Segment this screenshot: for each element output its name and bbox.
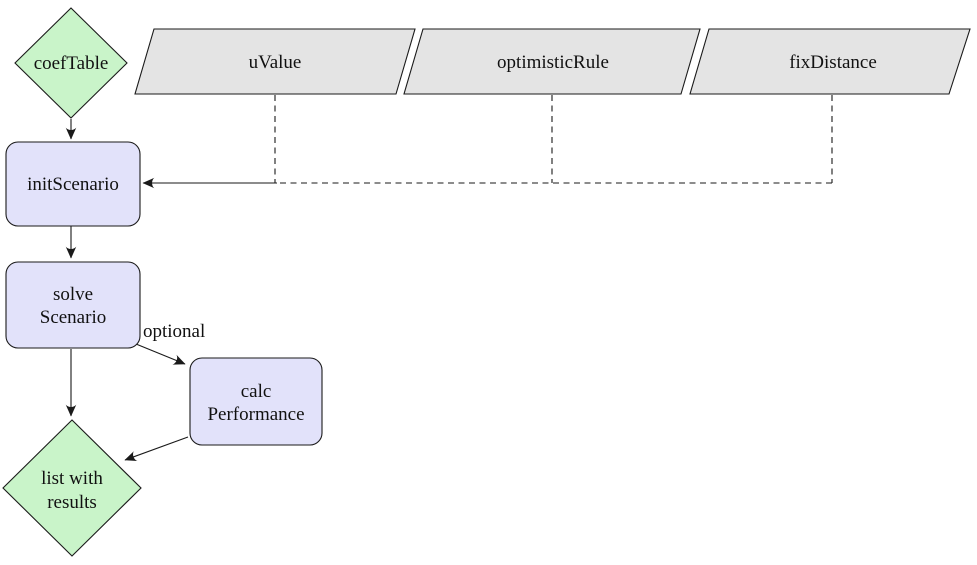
solvescenario-label-line2: Scenario xyxy=(40,307,106,328)
listwithresults-diamond-shape xyxy=(2,419,142,557)
initscenario-box-shape xyxy=(5,141,141,227)
uvalue-parallelogram-shape xyxy=(134,28,416,95)
node-coeftable: coefTable xyxy=(14,7,128,119)
fixdistance-label: fixDistance xyxy=(789,52,877,73)
fixdistance-parallelogram-shape xyxy=(689,28,971,95)
listwithresults-label-line1: list with xyxy=(41,468,103,489)
edge-calcperformance-to-results xyxy=(124,436,189,462)
node-optimisticrule: optimisticRule xyxy=(403,28,701,95)
edge-solvescenario-to-calcperformance xyxy=(135,343,186,365)
solvescenario-box-shape xyxy=(5,261,141,349)
coeftable-label: coefTable xyxy=(34,53,109,74)
node-fixdistance: fixDistance xyxy=(689,28,971,95)
calcperformance-box-shape xyxy=(189,357,323,446)
calcperformance-label-line1: calc xyxy=(241,381,272,402)
optimisticrule-label: optimisticRule xyxy=(497,52,609,73)
node-listwithresults: list with results xyxy=(2,419,142,557)
edges-group: optional xyxy=(65,95,833,462)
coeftable-diamond-shape xyxy=(14,7,128,119)
initscenario-label: initScenario xyxy=(27,174,119,195)
node-calcperformance: calc Performance xyxy=(189,357,323,446)
edge-label-optional: optional xyxy=(143,321,205,342)
listwithresults-label-line2: results xyxy=(47,492,97,513)
uvalue-label: uValue xyxy=(249,52,302,73)
node-solvescenario: solve Scenario xyxy=(5,261,141,349)
calcperformance-label-line2: Performance xyxy=(207,404,304,425)
node-uvalue: uValue xyxy=(134,28,416,95)
optimisticrule-parallelogram-shape xyxy=(403,28,701,95)
solvescenario-label-line1: solve xyxy=(53,284,93,305)
node-initscenario: initScenario xyxy=(5,141,141,227)
